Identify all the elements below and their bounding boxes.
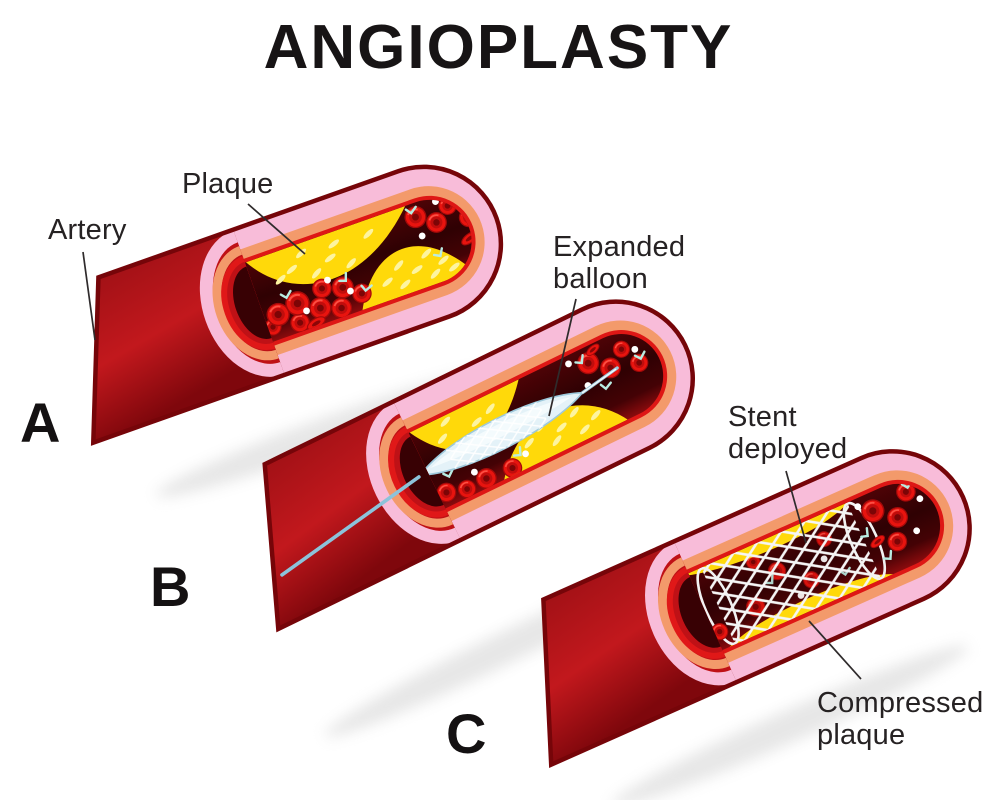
catheter-shaft — [280, 475, 421, 577]
expanded-balloon-label: Expanded balloon — [553, 231, 686, 296]
lumen-contents — [408, 337, 652, 506]
stent — [696, 501, 887, 646]
stent-deployed-label: Stent deployed — [728, 401, 848, 466]
artery-label: Artery — [48, 214, 127, 246]
artery-outline — [541, 449, 972, 769]
lumen-contents — [244, 194, 484, 338]
balloon-catheter — [418, 366, 619, 476]
artery-leader-line — [82, 251, 96, 341]
cut-rim — [366, 401, 461, 544]
artery-outline — [262, 299, 696, 633]
stent-mesh — [701, 502, 882, 645]
leader-lines — [82, 203, 862, 680]
balloon-stent-mesh — [442, 397, 552, 476]
cut-rim — [645, 541, 737, 686]
page-title: ANGIOPLASTY — [263, 13, 734, 82]
plaque-top — [244, 203, 407, 284]
section-letter-a: A — [20, 391, 61, 454]
section-letter-c: C — [446, 702, 487, 765]
artery-b-illustration — [262, 299, 696, 633]
artery-outline — [90, 164, 504, 446]
section-letter-b: B — [150, 555, 191, 618]
stent-deployed-leader-line — [785, 470, 807, 544]
artery-c-illustration — [541, 449, 972, 769]
plaque-bottom — [362, 246, 476, 313]
compressed-plaque-label: Compressed plaque — [817, 687, 984, 752]
plaque-leader-line — [247, 203, 306, 255]
cut-rim — [199, 230, 285, 377]
expanded-balloon-leader-line — [548, 298, 577, 417]
plaque-label: Plaque — [182, 168, 274, 200]
artery-a-illustration — [90, 164, 504, 446]
compressed-plaque-leader-line — [808, 620, 862, 680]
